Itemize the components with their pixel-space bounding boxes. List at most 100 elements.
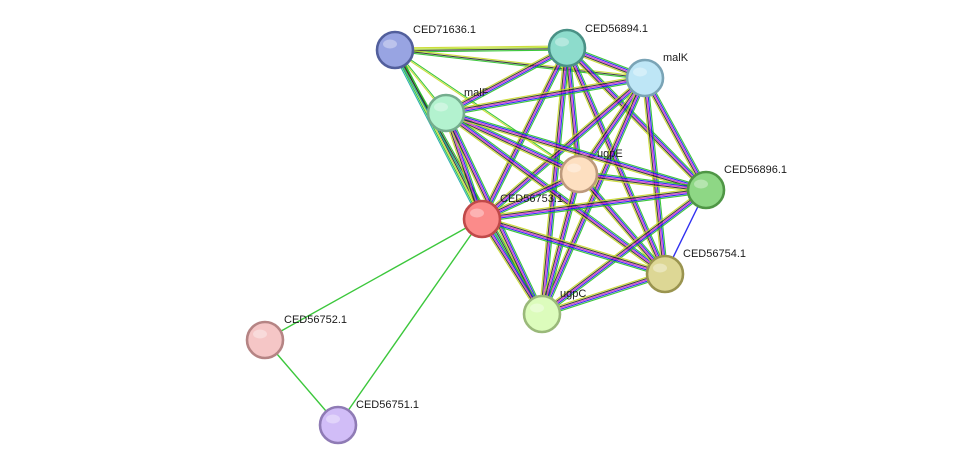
node-label: CED71636.1 <box>413 24 476 36</box>
edge-strand-magenta <box>481 77 646 220</box>
edge-strand-magenta <box>445 112 580 175</box>
edge-ced56894-1-malf <box>444 45 569 116</box>
edge-ugpe-ced56754-1 <box>576 171 668 277</box>
edge-strand-yellow <box>539 76 644 314</box>
edge-strand-black <box>445 46 567 113</box>
node-circle[interactable] <box>547 28 587 68</box>
node-highlight <box>470 208 484 218</box>
edge-strand-magenta <box>566 47 707 191</box>
edge-strand-green <box>579 170 707 188</box>
node-circle[interactable] <box>625 58 665 98</box>
node-label: CED56752.1 <box>284 314 347 326</box>
node-ugpc[interactable]: ugpC <box>522 288 586 334</box>
node-label: CED56896.1 <box>724 164 787 176</box>
node-malk[interactable]: malK <box>625 52 689 98</box>
edge-strand-blue <box>481 219 665 276</box>
edge-strand-blue <box>645 77 708 190</box>
edge-strand-black <box>445 113 706 192</box>
node-label: ugpE <box>597 148 623 160</box>
edge-strand-magenta <box>541 189 707 315</box>
edge-strand-black <box>541 272 665 314</box>
edge-ced56894-1-ced56896-1 <box>564 45 709 193</box>
edge-ced71636-1-malk <box>394 48 646 80</box>
edge-strand-green <box>447 110 667 273</box>
edge-strand-green <box>264 218 483 341</box>
edge-strand-green <box>482 192 707 223</box>
edge-strand-green <box>395 48 580 174</box>
edge-strand-green <box>568 45 709 189</box>
edge-ced56753-1-ced56751-1 <box>337 218 483 426</box>
node-circle[interactable] <box>245 320 285 360</box>
edge-ced56754-1-ced56753-1 <box>481 215 666 278</box>
node-ced56754-1[interactable]: CED56754.1 <box>645 248 746 294</box>
edge-strand-black <box>578 174 706 192</box>
edge-strand-magenta <box>445 47 568 114</box>
edge-strand-green <box>446 110 581 173</box>
node-ced56894-1[interactable]: CED56894.1 <box>547 23 648 68</box>
node-ced56896-1[interactable]: CED56896.1 <box>686 164 787 210</box>
edge-strand-blue <box>482 190 707 221</box>
edge-ced56896-1-ced56753-1 <box>481 186 707 223</box>
edge-strand-black <box>444 113 665 276</box>
edge-strand-blue <box>567 46 708 190</box>
node-circle[interactable] <box>462 199 502 239</box>
node-circle[interactable] <box>426 93 466 133</box>
node-label: malK <box>663 52 689 64</box>
node-circle[interactable] <box>686 170 726 210</box>
node-circle[interactable] <box>318 405 358 445</box>
edge-strand-magenta <box>445 112 707 191</box>
edge-strand-green <box>646 76 709 189</box>
edge-strand-green <box>394 50 645 80</box>
edge-strand-green <box>447 49 569 116</box>
edge-strand-yellow <box>479 75 644 218</box>
edge-strand-black <box>394 49 646 79</box>
edge-malk-ced56896-1 <box>642 76 709 192</box>
node-label: CED56894.1 <box>585 23 648 35</box>
edge-strand-black <box>565 48 706 192</box>
node-circle[interactable] <box>522 294 562 334</box>
edge-strand-magenta <box>578 173 707 191</box>
edge-strand-blue <box>579 172 667 274</box>
node-malf[interactable]: malF <box>426 87 489 133</box>
node-label: CED56753.1 <box>500 193 563 205</box>
edge-ugpe-ced56896-1 <box>578 170 707 194</box>
edge-strand-yellow <box>481 186 706 217</box>
node-layer: CED71636.1 CED56894.1 malK malF ugpE CED56896… <box>245 23 787 445</box>
edge-strand-yellow <box>641 78 663 275</box>
edge-strand-yellow <box>394 50 579 176</box>
node-ced71636-1[interactable]: CED71636.1 <box>375 24 476 70</box>
node-ugpe[interactable]: ugpE <box>559 148 623 194</box>
edge-strand-green <box>393 50 482 220</box>
edge-ced71636-1-ugpe <box>394 48 580 176</box>
edge-strand-magenta <box>445 77 646 114</box>
node-ced56753-1[interactable]: CED56753.1 <box>462 193 563 239</box>
node-circle[interactable] <box>559 154 599 194</box>
edge-strand-blue <box>446 111 580 174</box>
edge-strand-green <box>580 171 668 273</box>
edge-strand-green <box>542 276 667 318</box>
edge-strand-black <box>540 188 706 314</box>
node-highlight <box>326 414 340 424</box>
edge-strand-black <box>395 48 568 52</box>
edge-strand-lime <box>394 46 567 50</box>
edge-strand-yellow <box>394 45 567 49</box>
node-ced56751-1[interactable]: CED56751.1 <box>318 399 419 445</box>
node-highlight <box>434 102 448 112</box>
edge-strand-yellow <box>445 115 706 194</box>
edge-strand-green <box>446 80 646 117</box>
edge-strand-yellow <box>564 49 705 193</box>
edge-ced71636-1-ced56894-1 <box>394 45 568 53</box>
edge-strand-teal <box>392 50 481 221</box>
edge-strand-blue <box>446 111 707 190</box>
edge-ced56896-1-ugpc <box>540 187 708 317</box>
edge-strand-blue <box>542 190 708 316</box>
node-circle[interactable] <box>375 30 415 70</box>
edge-strand-black <box>540 77 645 314</box>
node-ced56752-1[interactable]: CED56752.1 <box>245 314 347 360</box>
edge-strand-black <box>643 78 706 191</box>
node-highlight <box>555 37 569 47</box>
node-circle[interactable] <box>645 254 685 294</box>
node-highlight <box>694 179 708 189</box>
edge-strand-magenta <box>644 77 707 191</box>
node-label: CED56751.1 <box>356 399 419 411</box>
